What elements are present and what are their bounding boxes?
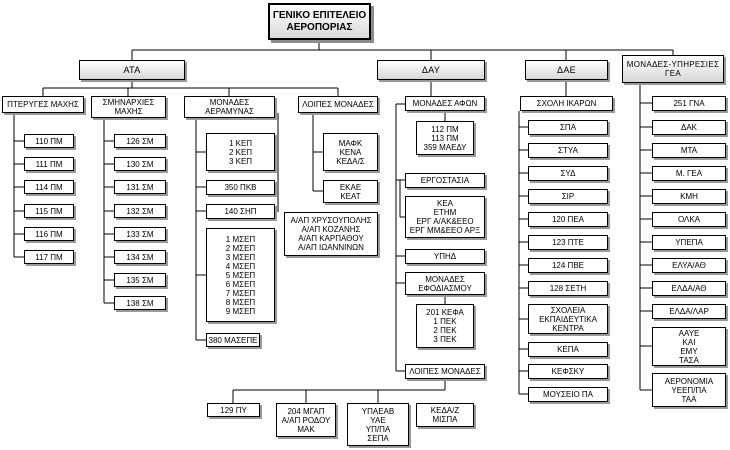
sminarxia-item: 131 ΣΜ bbox=[114, 180, 166, 194]
efodiasmou-list: 201 ΚΕΦΑ 1 ΠΕΚ 2 ΠΕΚ 3 ΠΕΚ bbox=[416, 304, 474, 348]
section-day: ΔΑΥ bbox=[377, 60, 485, 80]
dae-item: ΣΤΥΑ bbox=[528, 143, 608, 158]
gea-item: ΚΜΗ bbox=[652, 189, 726, 204]
pteryga-item: 114 ΠΜ bbox=[24, 180, 74, 194]
pteryga-item: 117 ΠΜ bbox=[24, 250, 74, 264]
pkv-box: 350 ΠΚΒ bbox=[206, 180, 275, 195]
root-node: ΓΕΝΙΚΟ ΕΠΙΤΕΛΕΙΟ ΑΕΡΟΠΟΡΙΑΣ bbox=[268, 3, 371, 40]
sminarxia-item: 130 ΣΜ bbox=[114, 157, 166, 171]
section-ata: ΑΤΑ bbox=[79, 60, 185, 80]
dae-item: ΣΥΔ bbox=[528, 166, 608, 181]
aeramynas-header: ΜΟΝΑΔΕΣ ΑΕΡΑΜΥΝΑΣ bbox=[184, 96, 275, 118]
pteryga-item: 115 ΠΜ bbox=[24, 204, 74, 218]
afon-list: 112 ΠΜ 113 ΠΜ 359 ΜΑΕΔΥ bbox=[416, 121, 474, 155]
ergostasia-list: ΚΕΑ ΕΤΗΜ ΕΡΓ Α/ΑΚ&ΕΕΟ ΕΡΓ ΜΜ&ΕΕΟ ΑΡΞ bbox=[405, 196, 485, 238]
dae-item: ΚΕΠΑ bbox=[528, 342, 608, 357]
sminarxia-item: 126 ΣΜ bbox=[114, 134, 166, 148]
ekae-box: ΕΚΑΕ ΚΕΑΤ bbox=[323, 180, 378, 203]
sminarxia-item: 135 ΣΜ bbox=[114, 273, 166, 287]
gea-item: ΕΛΥΑ/ΑΘ bbox=[652, 258, 726, 273]
dae-item: ΣΧΟΛΕΙΑ ΕΚΠΑΙΔΕΥΤΙΚΑ ΚΕΝΤΡΑ bbox=[528, 304, 608, 334]
dae-item: 128 ΣΕΤΗ bbox=[528, 281, 608, 296]
sminarxies-header: ΣΜΗΝΑΡΧΙΕΣ ΜΑΧΗΣ bbox=[91, 96, 166, 118]
ship-box: 140 ΣΗΠ bbox=[206, 204, 275, 219]
gea-item: 251 ΓΝΑ bbox=[652, 96, 726, 111]
sminarxia-item: 132 ΣΜ bbox=[114, 204, 166, 218]
section-monades-ypiresies: ΜΟΝΑΔΕΣ-ΥΠΗΡΕΣΙΕΣ ΓΕΑ bbox=[622, 55, 724, 83]
msep-box: 1 ΜΣΕΠ 2 ΜΣΕΠ 3 ΜΣΕΠ 4 ΜΣΕΠ 5 ΜΣΕΠ 6 ΜΣΕ… bbox=[206, 228, 275, 322]
pteryga-item: 111 ΠΜ bbox=[24, 157, 74, 171]
kep-box: 1 ΚΕΠ 2 ΚΕΠ 3 ΚΕΠ bbox=[206, 133, 275, 171]
dae-item: 120 ΠΕΑ bbox=[528, 212, 608, 227]
airports-box: Α/ΑΠ ΧΡΥΣΟΥΠΟΛΗΣ Α/ΑΠ ΚΟΖΑΝΗΣ Α/ΑΠ ΚΑΡΠΑ… bbox=[284, 212, 378, 256]
dae-item: ΜΟΥΣΕΙΟ ΠΑ bbox=[528, 387, 608, 402]
ypid-box: ΥΠΗΔ bbox=[405, 249, 485, 264]
gea-item: ΕΛΔΑ/ΑΘ bbox=[652, 281, 726, 296]
dae-item: 124 ΠΒΕ bbox=[528, 258, 608, 273]
mafk-box: ΜΑΦΚ ΚΕΝΑ ΚΕΔΑ/Σ bbox=[323, 133, 378, 171]
masepe-box: 380 ΜΑΣΕΠΕ bbox=[206, 333, 260, 347]
dae-item: 123 ΠΤΕ bbox=[528, 235, 608, 250]
gea-item: Μ. ΓΕΑ bbox=[652, 166, 726, 181]
gea-item: ΔΑΚ bbox=[652, 120, 726, 135]
sminarxia-item: 134 ΣΜ bbox=[114, 250, 166, 264]
loipes-ata-header: ΛΟΙΠΕΣ ΜΟΝΑΔΕΣ bbox=[298, 96, 378, 113]
sminarxia-item: 138 ΣΜ bbox=[114, 296, 166, 310]
day-bottom-item: 129 ΠΥ bbox=[207, 403, 260, 417]
gea-item: ΟΛΚΑ bbox=[652, 212, 726, 227]
pteryga-item: 110 ΠΜ bbox=[24, 134, 74, 148]
day-bottom-item: ΥΠΑΕΑΒ ΥΑΕ ΥΠ/ΠΑ ΣΕΠΑ bbox=[347, 403, 409, 446]
gea-item: ΜΤΑ bbox=[652, 143, 726, 158]
dae-item: ΚΕΦΣΚΥ bbox=[528, 364, 608, 379]
dae-item: ΣΠΑ bbox=[528, 120, 608, 135]
loipes-day-header: ΛΟΙΠΕΣ ΜΟΝΑΔΕΣ bbox=[405, 364, 485, 379]
gea-item: ΕΛΔΑ/ΛΑΡ bbox=[652, 304, 726, 319]
dae-item: ΣΧΟΛΗ ΙΚΑΡΩΝ bbox=[520, 96, 613, 111]
efodiasmou-header: ΜΟΝΑΔΕΣ ΕΦΟΔΙΑΣΜΟΥ bbox=[405, 272, 485, 295]
gea-item: ΑΕΡΟΝΟΜΙΑ ΥΕΕΠ/ΠΑ ΤΑΑ bbox=[652, 373, 726, 407]
gea-item: ΥΠΕΠΑ bbox=[652, 235, 726, 250]
ergostasia-header: ΕΡΓΟΣΤΑΣΙΑ bbox=[405, 173, 485, 188]
day-bottom-item: ΚΕΔΑ/Ζ ΜΙΣΠΑ bbox=[416, 403, 474, 427]
pteryges-header: ΠΤΕΡΥΓΕΣ ΜΑΧΗΣ bbox=[2, 96, 84, 113]
afon-header: ΜΟΝΑΔΕΣ ΑΦΩΝ bbox=[405, 96, 485, 111]
sminarxia-item: 133 ΣΜ bbox=[114, 227, 166, 241]
day-bottom-item: 204 ΜΓΑΠ Α/ΑΠ ΡΟΔΟΥ ΜΑΚ bbox=[276, 403, 336, 437]
pteryga-item: 116 ΠΜ bbox=[24, 227, 74, 241]
section-dae: ΔΑΕ bbox=[525, 60, 608, 80]
gea-item: ΑΑΥΕ ΚΑΙ ΕΜΥ ΤΑΣΑ bbox=[652, 327, 726, 366]
dae-item: ΣΙΡ bbox=[528, 189, 608, 204]
